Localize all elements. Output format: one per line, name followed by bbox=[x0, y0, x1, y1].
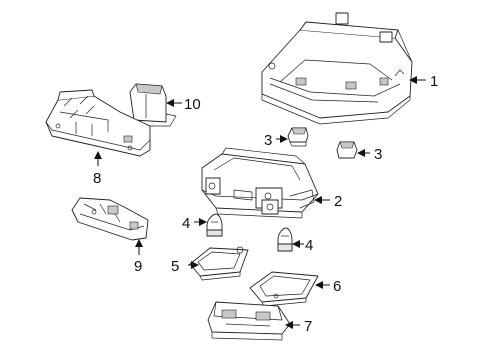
callout-1: 1 bbox=[430, 73, 438, 90]
part-9-bracket bbox=[71, 197, 149, 241]
callout-6: 6 bbox=[333, 278, 341, 295]
callout-9: 9 bbox=[134, 258, 142, 275]
callout-3a: 3 bbox=[264, 132, 272, 149]
part-6-lens bbox=[249, 271, 319, 307]
callout-7: 7 bbox=[304, 318, 312, 335]
callout-4a: 4 bbox=[182, 215, 190, 232]
part-1-console-housing bbox=[261, 12, 413, 125]
callout-3b: 3 bbox=[374, 146, 382, 163]
callout-4b: 4 bbox=[305, 237, 313, 254]
part-10-switch bbox=[129, 83, 177, 127]
part-4-bulb-right bbox=[277, 227, 293, 252]
part-3-socket-upper bbox=[287, 127, 309, 147]
callout-5: 5 bbox=[171, 258, 179, 275]
part-3-socket-right bbox=[336, 141, 358, 159]
part-7-lamp-base bbox=[207, 301, 291, 341]
callout-8: 8 bbox=[93, 170, 101, 187]
part-5-lens bbox=[189, 246, 249, 281]
part-8-switch-assembly bbox=[45, 89, 151, 157]
callout-2: 2 bbox=[334, 193, 342, 210]
part-2-map-lamp-unit bbox=[201, 147, 319, 219]
callout-10: 10 bbox=[184, 96, 201, 113]
part-4-bulb-left bbox=[206, 213, 223, 237]
